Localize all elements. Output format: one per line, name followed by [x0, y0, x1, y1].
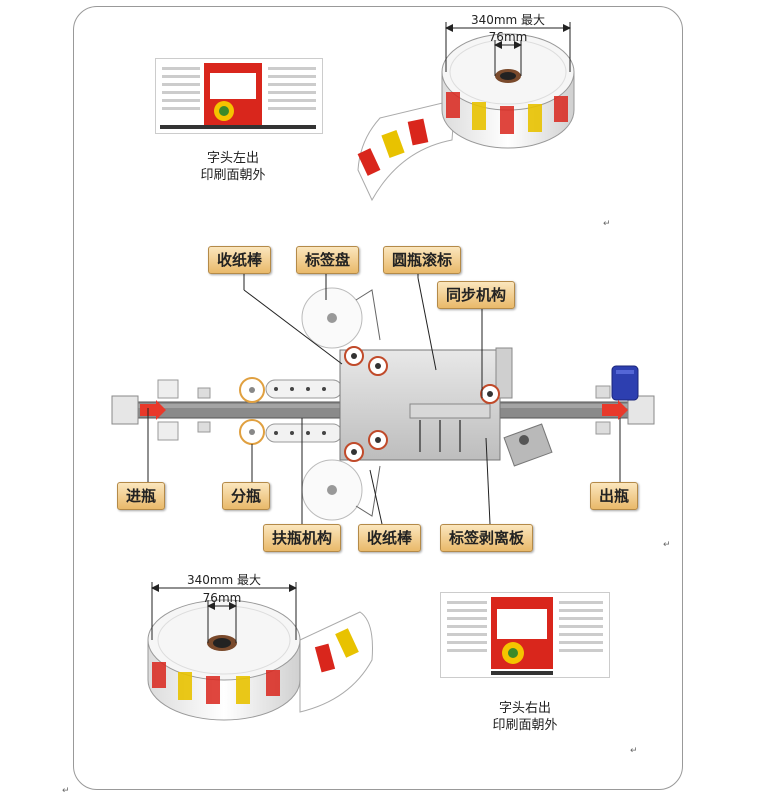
callout-bottle-infeed: 进瓶	[117, 482, 166, 510]
product-label-icon	[155, 58, 323, 134]
bottom-strip-labels	[314, 628, 359, 673]
bottom-product-label-art	[447, 597, 603, 675]
callout-bottle-outfeed: 出瓶	[590, 482, 639, 510]
bottom-caption-line2: 印刷面朝外	[492, 718, 558, 733]
callout-paper-collecting-rod-bottom: 收纸棒	[358, 524, 422, 552]
page-frame	[73, 6, 683, 790]
callout-label-plate: 标签盘	[296, 246, 360, 274]
top-roll-side-labels	[446, 92, 568, 134]
top-roll-outer-dim: 340mm 最大	[471, 13, 545, 27]
rollers-bottom	[344, 430, 388, 462]
paragraph-mark: ↵	[630, 746, 638, 756]
motor	[611, 365, 639, 401]
labeling-machine	[111, 287, 655, 521]
top-strip-labels	[357, 118, 429, 176]
rollers-top	[344, 346, 500, 404]
bottom-roll-side-labels	[152, 662, 280, 704]
bottom-label-roll	[147, 582, 373, 721]
callout-bottle-holding-mechanism: 扶瓶机构	[263, 524, 342, 552]
top-label-caption: 字头左出 印刷面朝外	[188, 150, 278, 184]
top-caption-line2: 印刷面朝外	[200, 168, 266, 183]
bottom-roll-outer-dim: 340mm 最大	[187, 573, 261, 587]
product-label-icon	[440, 592, 610, 678]
peeling-plate-box	[503, 423, 553, 467]
callout-paper-collecting-rod-top: 收纸棒	[208, 246, 272, 274]
callout-sync-mechanism: 同步机构	[437, 281, 516, 309]
leader-lines	[147, 272, 621, 525]
top-roll-inner-dim: 76mm	[489, 30, 528, 44]
top-product-label-art	[160, 63, 316, 129]
paragraph-mark: ↵	[603, 219, 611, 229]
callout-bottle-separator: 分瓶	[222, 482, 271, 510]
bottom-label-caption: 字头右出 印刷面朝外	[480, 700, 570, 734]
paragraph-mark: ↵	[663, 540, 671, 550]
top-caption-line1: 字头左出	[206, 151, 259, 166]
top-label-roll	[357, 22, 575, 202]
infeed-arrow	[140, 400, 166, 420]
bottom-caption-line1: 字头右出	[498, 701, 551, 716]
paragraph-mark: ↵	[62, 786, 70, 796]
callout-label-peeling-plate: 标签剥离板	[440, 524, 534, 552]
outfeed-arrow	[602, 400, 628, 420]
callout-round-bottle-rolling: 圆瓶滚标	[383, 246, 462, 274]
bottom-roll-inner-dim: 76mm	[203, 591, 242, 605]
